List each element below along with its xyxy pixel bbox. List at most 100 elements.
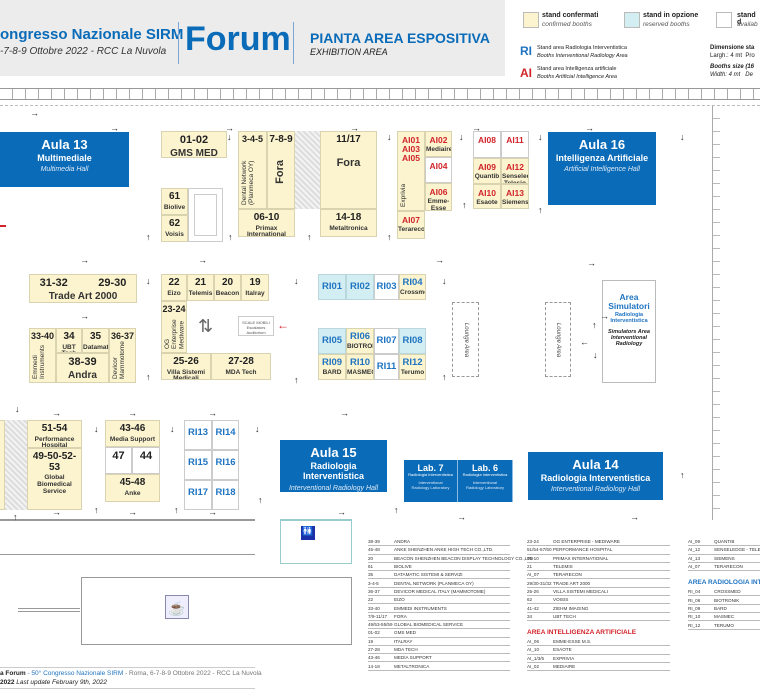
row-code: 38-39 — [368, 539, 380, 545]
booth-name: MDA Tech — [225, 368, 257, 376]
row-code: 21 — [527, 564, 533, 570]
booth-ri11[interactable]: RI11 — [374, 354, 399, 380]
row-code: 43-46 — [368, 655, 380, 661]
booth-ri18[interactable]: RI18 — [212, 480, 239, 510]
lounge-area: Lounge Area — [545, 302, 571, 377]
hall-title: Lab. 7 — [417, 463, 444, 473]
row-name: TERARECON — [714, 564, 743, 570]
booth-ri15[interactable]: RI15 — [184, 450, 212, 480]
dims-line1: Largh.: 4 mt Pro — [710, 53, 755, 59]
row-code: 51/54-57/60 — [527, 547, 552, 553]
booth-code: 01-02 — [179, 134, 209, 146]
booth-ai07[interactable]: AI07Terarecon — [397, 211, 425, 239]
booth-ri07[interactable]: RI07 — [374, 328, 399, 354]
booth-ri03[interactable]: RI03 — [374, 274, 399, 300]
booth-ai12[interactable]: AI12Senseledge Telesio Sist. — [501, 158, 529, 184]
booth-ri16[interactable]: RI16 — [212, 450, 239, 480]
arrow-down-icon: ↓ — [15, 404, 20, 414]
booth-ri06[interactable]: RI06BIOTRONIK — [346, 328, 374, 354]
booth-code: AI10 — [478, 188, 496, 198]
hall-subtitle: Radiologia Interventistica — [302, 460, 365, 482]
arrow-down-icon: ↓ — [459, 132, 464, 142]
booth-code: RI03 — [376, 281, 397, 292]
booth-ri13[interactable]: RI13 — [184, 420, 212, 450]
booth-ai11[interactable]: AI11 — [501, 131, 529, 158]
row-code: 7/9-11/17 — [368, 613, 388, 619]
booth-name: UBT Tech — [62, 343, 77, 352]
partial-booth[interactable] — [0, 420, 5, 510]
row-code: AI_1/3/5 — [527, 655, 545, 661]
booth-ri02[interactable]: RI02 — [346, 274, 374, 300]
booth-ri14[interactable]: RI14 — [212, 420, 239, 450]
row-code: 36-37 — [368, 588, 380, 594]
booth-name: Metaltronica — [329, 224, 368, 232]
booth-ri08[interactable]: RI08 — [399, 328, 426, 354]
arrow-up-icon: ↑ — [94, 505, 99, 515]
booth-ri01[interactable]: RI01 — [318, 274, 346, 300]
booth-b47[interactable]: 47 — [105, 447, 132, 474]
dims-label-en: Booths size (16 — [710, 64, 755, 70]
booth-b35[interactable]: 35Datamatic — [82, 328, 109, 353]
row-code: 62 — [527, 597, 533, 603]
simulators-area[interactable]: Area Simulatori Radiologia Interventisti… — [602, 280, 656, 383]
booth-ri05[interactable]: RI05 — [318, 328, 346, 354]
row-code: 14-18 — [368, 663, 380, 669]
booth-code: RI08 — [402, 335, 423, 346]
booth-ri17[interactable]: RI17 — [184, 480, 212, 510]
booth-ai04[interactable]: AI04 — [425, 157, 452, 183]
booth-name: Esaote — [476, 198, 498, 206]
booth-ai08[interactable]: AI08 — [473, 131, 501, 158]
booth-code: 51-54 — [41, 423, 68, 434]
booth-name: Global Biomedical Service — [37, 474, 72, 495]
arrow-right-icon: → — [80, 255, 89, 265]
booth-name: Mediaire — [426, 145, 452, 153]
booth-b44[interactable]: 44 — [132, 447, 160, 474]
booth-ri04[interactable]: RI04Crossmed — [399, 274, 426, 300]
